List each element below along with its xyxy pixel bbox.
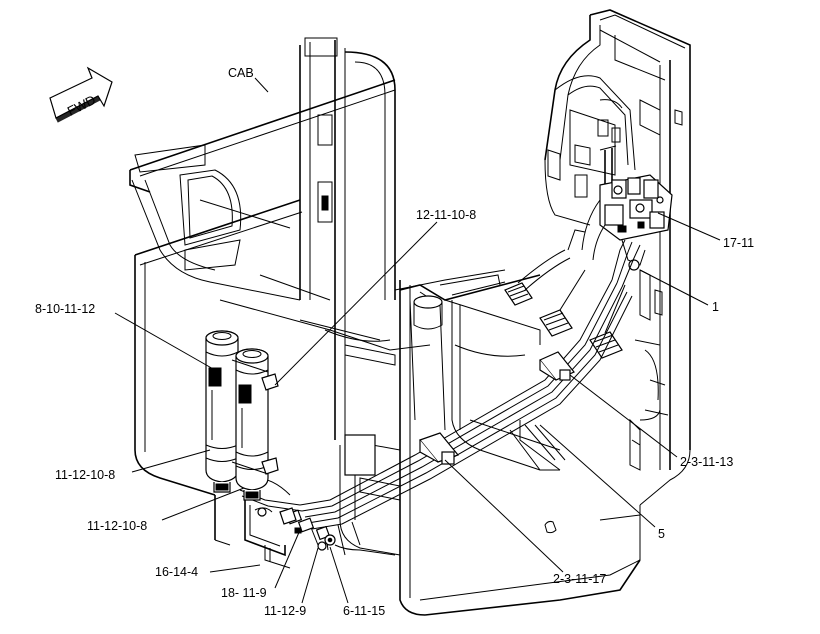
leader-6-11-15 <box>329 546 349 604</box>
callout-6-11-15: 6-11-15 <box>343 604 385 618</box>
line-clamp-rear <box>539 351 575 381</box>
leader-5 <box>539 424 656 528</box>
callout-2-3-11-17: 2-3-11-17 <box>553 572 606 586</box>
leader-8-10-11-12 <box>114 312 216 371</box>
leader-18-11-9 <box>274 529 301 589</box>
leader-1 <box>639 269 709 306</box>
callout-labels: CAB 12-11-10-8 8-10-11-12 17-11 1 2-3-11… <box>35 66 754 618</box>
callout-2-3-11-13: 2-3-11-13 <box>680 455 733 469</box>
callout-1: 1 <box>712 300 719 314</box>
filter-canisters <box>205 330 297 569</box>
callout-8-10-11-12: 8-10-11-12 <box>35 302 95 316</box>
leader-16-14-4 <box>209 564 261 573</box>
steering-column-dash <box>504 9 691 506</box>
filter-canister-left <box>205 330 239 493</box>
callout-11-12-9: 11-12-9 <box>264 604 306 618</box>
leader-17-11 <box>657 212 721 241</box>
leader-2-3-11-13 <box>569 374 678 458</box>
pedals <box>504 229 626 359</box>
callout-cab: CAB <box>228 66 254 80</box>
filter-bracket <box>231 359 297 569</box>
callout-11-12-10-8-a: 11-12-10-8 <box>55 468 115 482</box>
cab-frame <box>129 37 431 616</box>
valve-cluster <box>581 174 673 271</box>
leader-11-12-10-8-b <box>161 487 245 521</box>
callout-16-14-4: 16-14-4 <box>155 565 198 579</box>
leader-2-3-11-17 <box>444 459 564 573</box>
fwd-arrow-icon: FWD <box>49 66 113 123</box>
callout-17-11: 17-11 <box>723 236 754 250</box>
leader-11-12-9 <box>301 547 319 604</box>
leader-lines <box>114 77 721 604</box>
leader-11-12-10-8-a <box>131 449 211 473</box>
callout-11-12-10-8-b: 11-12-10-8 <box>87 519 147 533</box>
floor-console <box>334 269 641 616</box>
callout-12-11-10-8: 12-11-10-8 <box>416 208 476 222</box>
line-clamp-front <box>418 432 460 465</box>
leader-12-11-10-8 <box>274 221 438 386</box>
leader-cab <box>254 77 269 93</box>
callout-5: 5 <box>658 527 665 541</box>
callout-18-11-9: 18- 11-9 <box>221 586 267 600</box>
filter-canister-right <box>235 348 269 501</box>
